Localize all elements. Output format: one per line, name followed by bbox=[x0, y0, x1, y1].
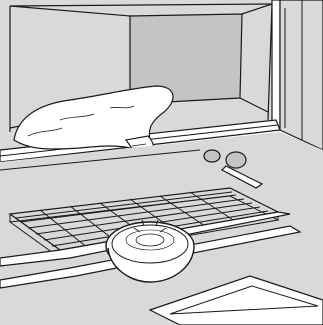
oven-front-frame bbox=[272, 0, 323, 150]
